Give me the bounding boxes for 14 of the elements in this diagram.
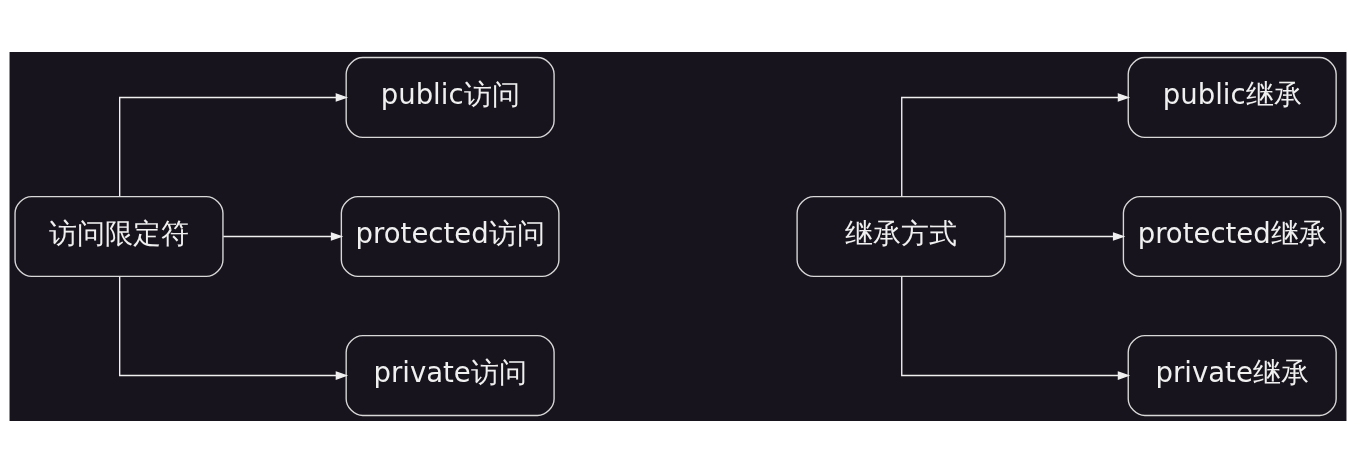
arrow <box>222 231 344 241</box>
arrow <box>119 92 349 197</box>
arrow <box>901 275 1131 380</box>
arrow <box>901 92 1131 197</box>
node-box: protected访问 <box>340 195 560 277</box>
arrow <box>119 275 349 380</box>
node-box: protected继承 <box>1122 195 1342 277</box>
node-box: private访问 <box>345 334 555 416</box>
node-box: 访问限定符 <box>14 195 224 277</box>
node-box: 继承方式 <box>796 195 1006 277</box>
node-box: public继承 <box>1127 56 1337 138</box>
node-box: public访问 <box>345 56 555 138</box>
node-box: private继承 <box>1127 334 1337 416</box>
arrow <box>1004 231 1126 241</box>
